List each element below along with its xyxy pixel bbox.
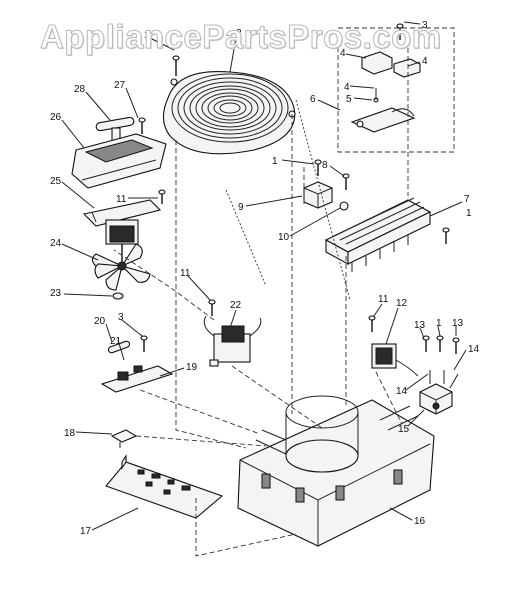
assembly-lines	[113, 40, 409, 557]
callout-3: 3	[118, 312, 124, 323]
callout-22: 22	[230, 300, 242, 311]
callout-4: 4	[422, 56, 428, 67]
callout-3: 3	[422, 20, 428, 31]
callout-11: 11	[116, 194, 127, 205]
callout-21: 21	[110, 336, 122, 347]
fan-assembly	[82, 199, 162, 300]
capacitor-block	[419, 370, 459, 415]
sensor-block	[303, 181, 349, 211]
induction-coil	[162, 70, 296, 155]
callout-7: 7	[464, 194, 470, 205]
callout-14: 14	[468, 344, 480, 355]
callout-labels: 1 2 3 4 4 4 5 6 28 27 26 25 24 23 11 1 8…	[50, 20, 480, 537]
transformer	[203, 315, 262, 367]
callout-11: 11	[378, 294, 389, 305]
callout-2: 2	[236, 28, 242, 39]
callout-6: 6	[310, 94, 316, 105]
callout-12: 12	[396, 298, 408, 309]
callout-11: 11	[180, 268, 191, 279]
callout-28: 28	[74, 84, 86, 95]
bracket	[110, 429, 138, 448]
callout-16: 16	[414, 516, 426, 527]
callout-8: 8	[322, 160, 328, 171]
callout-17: 17	[80, 526, 92, 537]
callout-19: 19	[186, 362, 198, 373]
callout-13: 13	[452, 318, 464, 329]
callout-5: 5	[346, 94, 352, 105]
switch-plate	[100, 340, 174, 393]
callout-1: 1	[272, 156, 278, 167]
watermark: AppliancePartsPros.com	[40, 18, 442, 56]
callout-1: 1	[436, 318, 442, 329]
callout-23: 23	[50, 288, 62, 299]
callout-26: 26	[50, 112, 62, 123]
callout-10: 10	[278, 232, 290, 243]
knob-and-panel	[71, 116, 167, 189]
leader-lines	[61, 21, 467, 531]
callout-27: 27	[114, 80, 126, 91]
screws	[138, 23, 460, 354]
callout-13: 13	[414, 320, 426, 331]
callout-14: 14	[396, 386, 408, 397]
callout-24: 24	[50, 238, 62, 249]
callout-1: 1	[144, 30, 150, 41]
callout-15: 15	[398, 424, 410, 435]
callout-18: 18	[64, 428, 76, 439]
heat-sink	[324, 197, 432, 272]
base-housing	[237, 395, 435, 547]
callout-9: 9	[238, 202, 244, 213]
circuit-board	[105, 454, 224, 519]
callout-4: 4	[340, 48, 346, 59]
callout-25: 25	[50, 176, 62, 187]
callout-4: 4	[344, 82, 350, 93]
small-transformer	[371, 343, 419, 377]
callout-20: 20	[94, 316, 106, 327]
control-parts-box	[337, 27, 455, 153]
callout-1: 1	[466, 208, 472, 219]
